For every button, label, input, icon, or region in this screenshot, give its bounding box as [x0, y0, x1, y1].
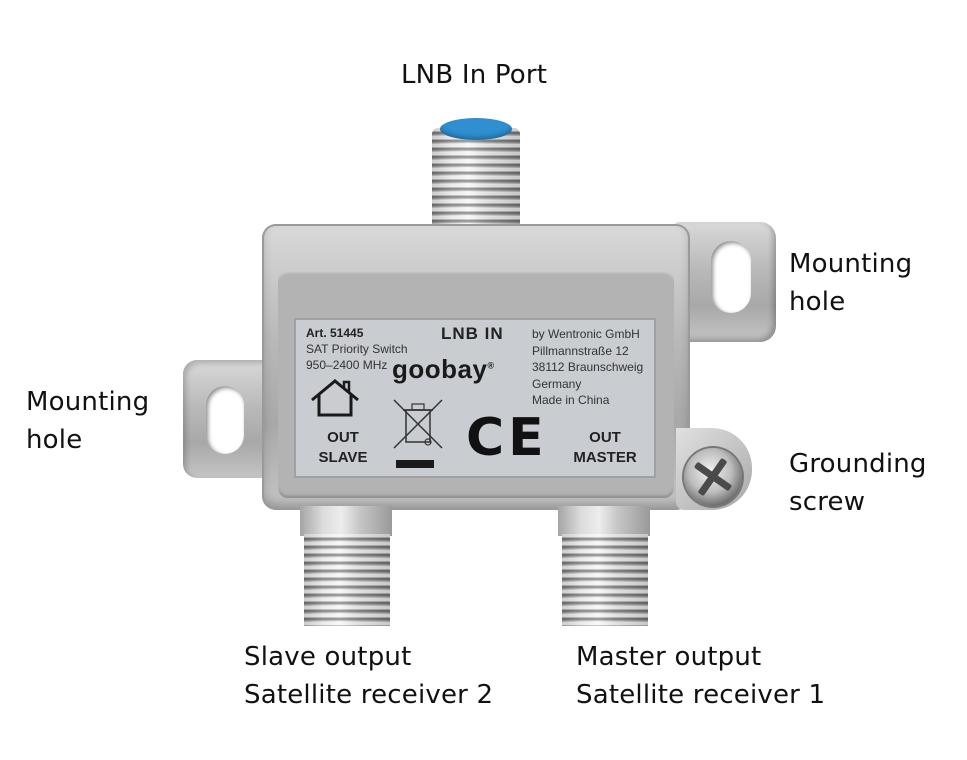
out-master-label: OUT MASTER	[564, 428, 646, 468]
crossed-bin-icon	[393, 399, 443, 468]
slave-output-connector	[304, 534, 390, 626]
slave-connector-base	[300, 506, 392, 536]
address-line: Pillmannstraße 12	[532, 343, 629, 358]
callout-line-2: hole	[26, 425, 83, 455]
callout-line-1: Mounting	[26, 387, 150, 417]
callout-master-output: Master output Satellite receiver 1	[576, 638, 825, 714]
callout-slave-output: Slave output Satellite receiver 2	[244, 638, 493, 714]
out-text: OUT	[589, 429, 621, 446]
device-label: Art. 51445 SAT Priority Switch 950–2400 …	[294, 318, 656, 478]
lnb-in-connector	[432, 128, 520, 233]
callout-mounting-hole-right: Mounting hole	[789, 245, 912, 321]
ce-mark-icon: CE	[466, 408, 548, 468]
out-slave-label: OUT SLAVE	[314, 428, 372, 468]
port-title: LNB IN	[441, 324, 504, 343]
callout-line-1: Mounting	[789, 249, 913, 279]
slave-text: SLAVE	[318, 449, 368, 466]
address-line: 38112 Braunschweig	[532, 360, 644, 374]
screw-slot-b	[697, 457, 728, 497]
master-connector-base	[558, 506, 650, 536]
manufacturer-address: by Wentronic GmbH Pillmannstraße 12 3811…	[532, 326, 643, 409]
lnb-insulator	[440, 118, 512, 140]
address-line: Germany	[532, 376, 582, 391]
brand-name: goobay	[392, 354, 488, 384]
master-output-connector	[562, 534, 648, 626]
callout-line-2: hole	[789, 287, 846, 317]
callout-line-1: Slave output	[244, 642, 412, 672]
out-text: OUT	[327, 429, 359, 446]
callout-line-1: Master output	[576, 642, 762, 672]
mounting-hole-left	[206, 386, 244, 454]
callout-lnb-in-port: LNB In Port	[401, 60, 548, 90]
callout-line-2: Satellite receiver 1	[576, 680, 826, 710]
article-number: Art. 51445	[306, 326, 364, 340]
callout-line-2: screw	[789, 487, 866, 517]
address-line: by Wentronic GmbH	[532, 327, 640, 341]
callout-line-1: Grounding	[789, 449, 927, 479]
address-line: Made in China	[532, 393, 610, 407]
grounding-screw	[684, 448, 742, 506]
brand-logo: goobay®	[392, 354, 495, 385]
callout-grounding-screw: Grounding screw	[789, 445, 927, 521]
registered-mark: ®	[487, 360, 495, 371]
callout-mounting-hole-left: Mounting hole	[26, 383, 149, 459]
house-icon	[311, 379, 359, 417]
frequency-range: 950–2400 MHz	[306, 358, 388, 372]
callout-line-2: Satellite receiver 2	[244, 680, 494, 710]
master-text: MASTER	[573, 449, 637, 466]
product-name: SAT Priority Switch	[306, 342, 408, 356]
mounting-hole-right	[711, 241, 751, 313]
